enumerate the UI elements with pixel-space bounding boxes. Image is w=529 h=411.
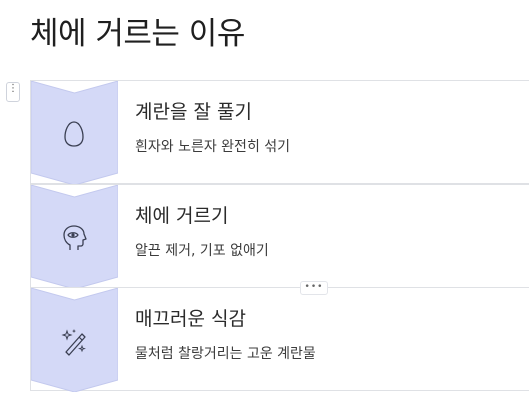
item-description: 알끈 제거, 기포 없애기: [135, 243, 269, 259]
egg-icon: [60, 119, 88, 149]
list-item[interactable]: 계란을 잘 풀기 흰자와 노른자 완전히 섞기: [30, 80, 529, 185]
item-title: 체에 거르기: [135, 205, 229, 227]
item-description: 물처럼 찰랑거리는 고운 계란물: [135, 346, 316, 362]
item-description: 흰자와 노른자 완전히 섞기: [135, 139, 291, 155]
more-options-button[interactable]: •••: [300, 281, 328, 295]
item-title: 계란을 잘 풀기: [135, 101, 252, 123]
process-list: 계란을 잘 풀기 흰자와 노른자 완전히 섞기 체에 거르기 알끈 제거, 기포…: [30, 80, 529, 393]
page-title: 체에 거르는 이유: [30, 16, 245, 52]
list-item[interactable]: 매끄러운 식감 물처럼 찰랑거리는 고운 계란물: [30, 287, 529, 392]
head-eye-icon: [60, 223, 88, 253]
chevron-shape: [31, 288, 118, 392]
drag-handle[interactable]: ⋮: [6, 82, 20, 102]
item-title: 매끄러운 식감: [135, 308, 246, 330]
magic-wand-icon: [60, 326, 88, 356]
list-item[interactable]: 체에 거르기 알끈 제거, 기포 없애기: [30, 184, 529, 289]
chevron-shape: [31, 81, 118, 185]
